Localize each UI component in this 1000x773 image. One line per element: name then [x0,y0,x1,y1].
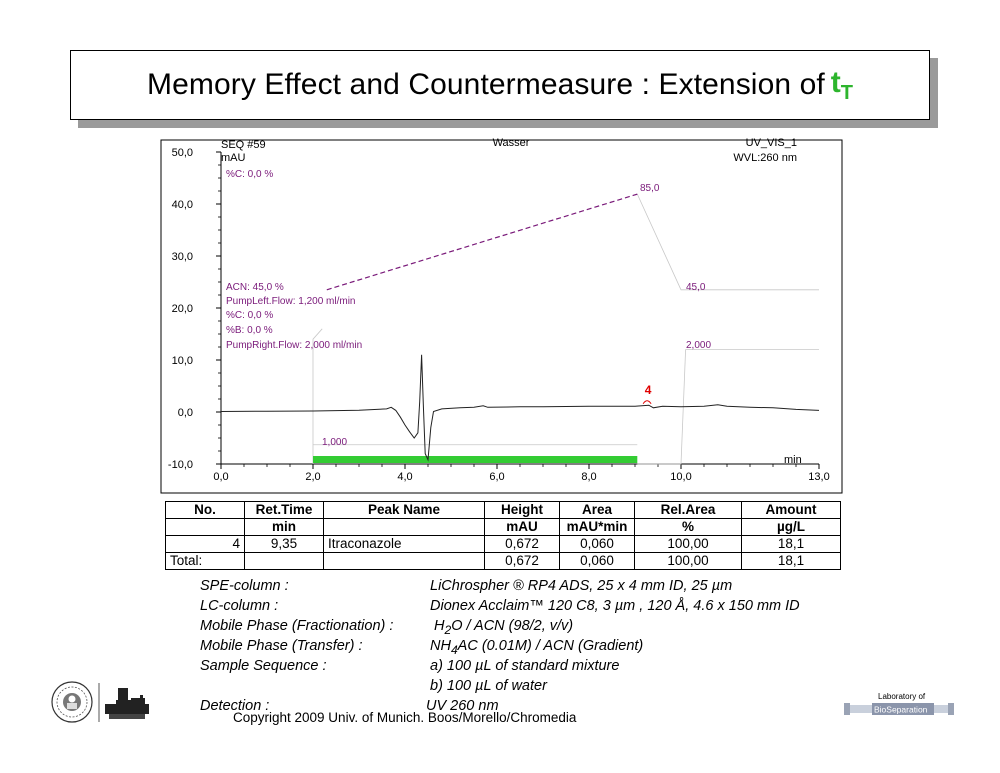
gradient-label-c: %C: 0,0 % [226,310,273,321]
unit-height: mAU [484,518,560,536]
col-header-amount: Amount [741,501,841,519]
gradient-label-acn-end: 45,0 [686,282,706,293]
svg-text:Laboratory of: Laboratory of [878,692,926,701]
unit-ret-time: min [244,518,324,536]
formula-value: NH4AC (0.01M) / ACN (Gradient) [430,638,644,657]
gradient-label-acn: ACN: 45,0 % [226,282,284,293]
y-tick-label: 10,0 [172,355,193,367]
x-tick-label: 13,0 [808,471,829,483]
bioseparation-lab-logo: Laboratory of BioSeparation [844,692,954,715]
x-tick-label: 2,0 [305,471,320,483]
unit-area: mAU*min [559,518,635,536]
y-tick-label: 30,0 [172,251,193,263]
gradient-label-flow-end: 2,000 [686,340,711,351]
sample-name-label: Wasser [493,137,530,149]
gradient-label-pump-right: PumpRight.Flow: 2,000 ml/min [226,340,362,351]
gradient-label-pump-left: PumpLeft.Flow: 1,200 ml/min [226,296,356,307]
col-header-ret-time: Ret.Time [244,501,324,519]
y-tick-label: 0,0 [178,407,193,419]
y-tick-label: 20,0 [172,303,193,315]
unit-peak-name [323,518,485,536]
x-tick-label: 6,0 [489,471,504,483]
seq-label: SEQ #59 [221,139,266,151]
col-header-no: No. [165,501,245,519]
chromatogram-chart: -10,0 0,0 10,0 20,0 30,0 40,0 50,0 0,0 2,0 4,0 6,0… [160,137,843,494]
y-tick-label: 50,0 [172,147,193,159]
acn-step-line [636,193,819,291]
chromatogram-trace [220,354,820,462]
gradient-label-acn-peak: 85,0 [640,183,660,194]
svg-text:BioSeparation: BioSeparation [874,705,928,715]
x-tick-label: 10,0 [670,471,691,483]
gradient-label-c-top: %C: 0,0 % [226,169,273,180]
col-header-area: Area [559,501,635,519]
channel-label: UV_VIS_1 [746,137,797,149]
peak-marker [642,400,652,405]
table-row: 4 9,35 Itraconazole 0,672 0,060 100,00 1… [165,535,841,553]
y-tick-label: -10,0 [168,459,193,471]
unit-no [165,518,245,536]
col-header-height: Height [484,501,560,519]
wavelength-label: WVL:260 nm [733,152,797,164]
x-tick-label: 0,0 [213,471,228,483]
col-header-peak-name: Peak Name [323,501,485,519]
chart-frame [160,139,843,494]
gradient-label-flow-low: 1,000 [322,437,347,448]
x-unit-label: min [784,454,802,466]
x-tick-label: 8,0 [581,471,596,483]
unit-rel-area: % [634,518,742,536]
y-unit-label: mAU [221,152,246,164]
title-box: Memory Effect and Countermeasure : Exten… [70,50,930,120]
table-total-row: Total: 0,672 0,060 100,00 18,1 [165,552,841,570]
fraction-window-bar [313,456,638,463]
slide-title: Memory Effect and Countermeasure : Exten… [146,68,825,101]
university-seal-logo [51,681,149,723]
x-tick-label: 4,0 [397,471,412,483]
title-symbol: tT [830,65,854,104]
flow-step-line [312,328,323,464]
acn-gradient-line [326,193,638,291]
peak-label: 4 [645,383,652,397]
unit-amount: µg/L [741,518,841,536]
col-header-rel-area: Rel.Area [634,501,742,519]
gradient-label-b: %B: 0,0 % [226,325,273,336]
peak-table: No. Ret.Time Peak Name Height Area Rel.A… [165,501,841,570]
copyright-text: Copyright 2009 Univ. of Munich. Boos/Mor… [233,710,577,725]
y-tick-label: 40,0 [172,199,193,211]
formula-value: H2O / ACN (98/2, v/v) [434,618,574,637]
